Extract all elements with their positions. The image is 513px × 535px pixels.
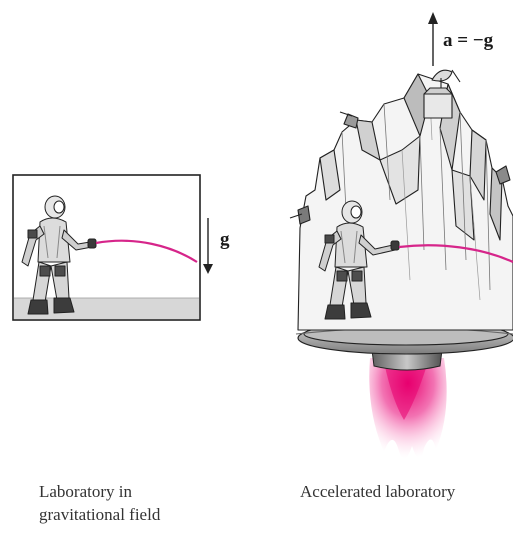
left-caption-line1: Laboratory in: [39, 482, 132, 501]
trajectory-left: [95, 239, 198, 263]
left-laboratory: [12, 174, 213, 321]
left-caption-line2: gravitational field: [39, 505, 161, 524]
astronaut-left: [21, 195, 97, 315]
right-laboratory: [289, 12, 513, 459]
astronaut-right: [318, 200, 400, 320]
left-caption: Laboratory in gravitational field: [39, 480, 160, 526]
gravity-arrow: [203, 218, 213, 274]
rocket-exhaust: [369, 358, 447, 459]
trajectory-right: [398, 244, 513, 264]
rocket-capsule: [289, 69, 513, 331]
acceleration-arrow: [428, 12, 438, 66]
right-caption: Accelerated laboratory: [300, 482, 456, 501]
gravity-arrow-label: g: [220, 229, 230, 250]
acceleration-arrow-label: a = −g: [443, 30, 494, 51]
